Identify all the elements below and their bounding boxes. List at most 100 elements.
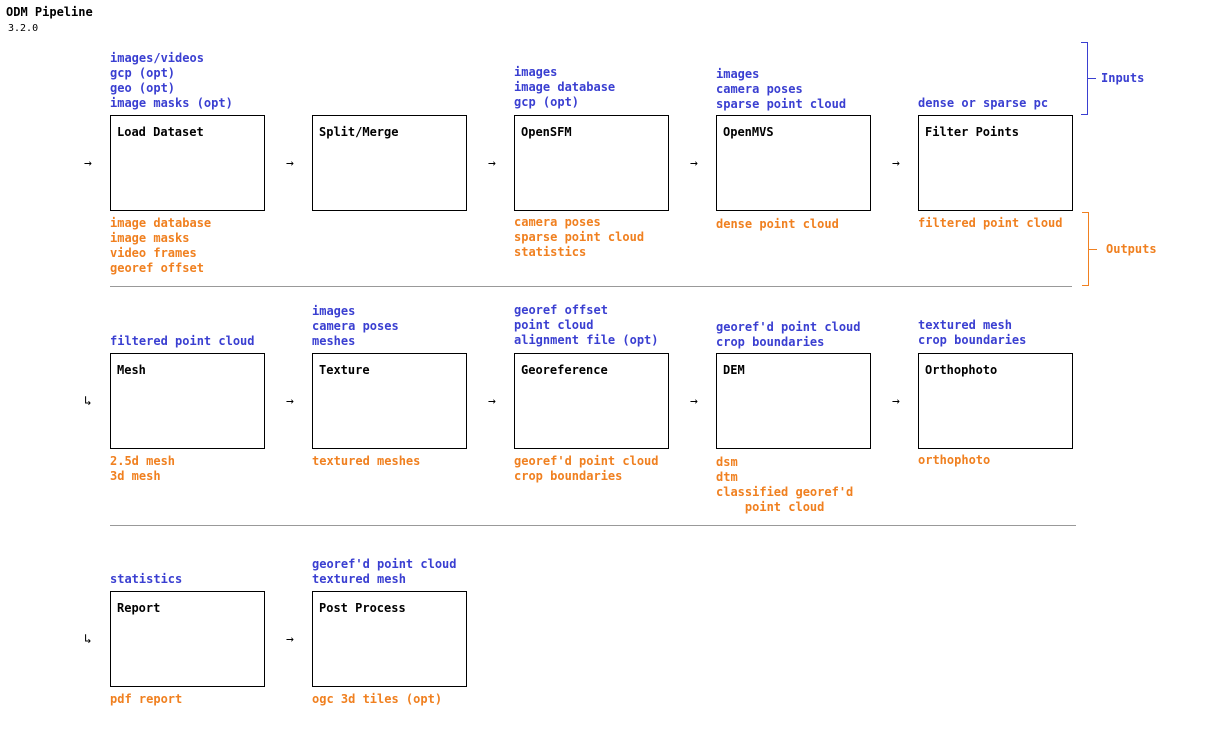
output-item: image database (110, 216, 212, 230)
output-item: 3d mesh (110, 469, 161, 483)
inputs-bracket-tick (1088, 78, 1096, 79)
flow-arrow: → (892, 156, 900, 171)
output-item: dtm (716, 470, 738, 484)
input-item: camera poses (716, 82, 803, 96)
flow-arrow: → (286, 394, 294, 409)
stage-outputs-report: pdf report (110, 692, 285, 707)
output-item: textured meshes (312, 454, 421, 468)
stage-box-filter-points: Filter Points (918, 115, 1073, 211)
flow-arrow: ↳ (84, 632, 92, 647)
stage-label: Texture (319, 363, 370, 377)
version-label: 3.2.0 (8, 23, 39, 34)
stage-box-mesh: Mesh (110, 353, 265, 449)
input-item: images (312, 304, 356, 318)
stage-label: OpenMVS (723, 125, 774, 139)
output-item: orthophoto (918, 453, 991, 467)
input-item: georef offset (514, 303, 608, 317)
output-item: georef'd point cloud (514, 454, 659, 468)
input-item: images/videos (110, 51, 204, 65)
stage-label: Orthophoto (925, 363, 998, 377)
row-divider (110, 286, 1072, 287)
output-item: image masks (110, 231, 190, 245)
output-item: dense point cloud (716, 217, 839, 231)
stage-inputs-report: statistics (110, 572, 285, 587)
input-item: crop boundaries (716, 335, 825, 349)
input-item: filtered point cloud (110, 334, 255, 348)
stage-outputs-orthophoto: orthophoto (918, 453, 1093, 468)
stage-label: Split/Merge (319, 125, 399, 139)
stage-box-georeference: Georeference (514, 353, 669, 449)
stage-box-report: Report (110, 591, 265, 687)
output-item: statistics (514, 245, 587, 259)
input-item: images (514, 65, 558, 79)
input-item: alignment file (opt) (514, 333, 659, 347)
stage-label: DEM (723, 363, 745, 377)
inputs-legend-label: Inputs (1101, 71, 1145, 85)
output-item: filtered point cloud (918, 216, 1063, 230)
input-item: sparse point cloud (716, 97, 847, 111)
flow-arrow: → (286, 632, 294, 647)
output-item: dsm (716, 455, 738, 469)
flow-arrow: → (286, 156, 294, 171)
stage-inputs-mesh: filtered point cloud (110, 334, 285, 349)
output-item: camera poses (514, 215, 601, 229)
input-item: meshes (312, 334, 356, 348)
stage-box-post-process: Post Process (312, 591, 467, 687)
input-item: crop boundaries (918, 333, 1027, 347)
input-item: textured mesh (312, 572, 406, 586)
output-item: georef offset (110, 261, 204, 275)
stage-outputs-post-process: ogc 3d tiles (opt) (312, 692, 487, 707)
flow-arrow: → (690, 394, 698, 409)
stage-inputs-filter-points: dense or sparse pc (918, 96, 1093, 111)
stage-box-opensfm: OpenSFM (514, 115, 669, 211)
stage-box-orthophoto: Orthophoto (918, 353, 1073, 449)
stage-label: Georeference (521, 363, 608, 377)
flow-arrow: ↳ (84, 394, 92, 409)
stage-label: Post Process (319, 601, 406, 615)
stage-label: Filter Points (925, 125, 1019, 139)
flow-arrow: → (892, 394, 900, 409)
output-item: pdf report (110, 692, 183, 706)
stage-label: Mesh (117, 363, 146, 377)
input-item: georef'd point cloud (716, 320, 861, 334)
input-item: dense or sparse pc (918, 96, 1049, 110)
input-item: camera poses (312, 319, 399, 333)
input-item: gcp (opt) (110, 66, 176, 80)
output-item: video frames (110, 246, 197, 260)
input-item: images (716, 67, 760, 81)
stage-box-openmvs: OpenMVS (716, 115, 871, 211)
stage-box-split-merge: Split/Merge (312, 115, 467, 211)
input-item: textured mesh (918, 318, 1012, 332)
row-divider (110, 525, 1076, 526)
input-item: statistics (110, 572, 183, 586)
stage-box-texture: Texture (312, 353, 467, 449)
flow-arrow: → (488, 394, 496, 409)
input-item: geo (opt) (110, 81, 176, 95)
output-item: sparse point cloud (514, 230, 645, 244)
input-item: image masks (opt) (110, 96, 233, 110)
stage-outputs-texture: textured meshes (312, 454, 487, 469)
output-item: ogc 3d tiles (opt) (312, 692, 443, 706)
stage-outputs-filter-points: filtered point cloud (918, 216, 1093, 231)
output-item: crop boundaries (514, 469, 623, 483)
outputs-legend-label: Outputs (1106, 242, 1157, 256)
input-item: image database (514, 80, 616, 94)
input-item: georef'd point cloud (312, 557, 457, 571)
stage-box-dem: DEM (716, 353, 871, 449)
flow-arrow: → (84, 156, 92, 171)
input-item: gcp (opt) (514, 95, 580, 109)
stage-label: Report (117, 601, 161, 615)
inputs-bracket (1081, 42, 1088, 115)
outputs-bracket (1082, 212, 1089, 286)
stage-box-load-dataset: Load Dataset (110, 115, 265, 211)
